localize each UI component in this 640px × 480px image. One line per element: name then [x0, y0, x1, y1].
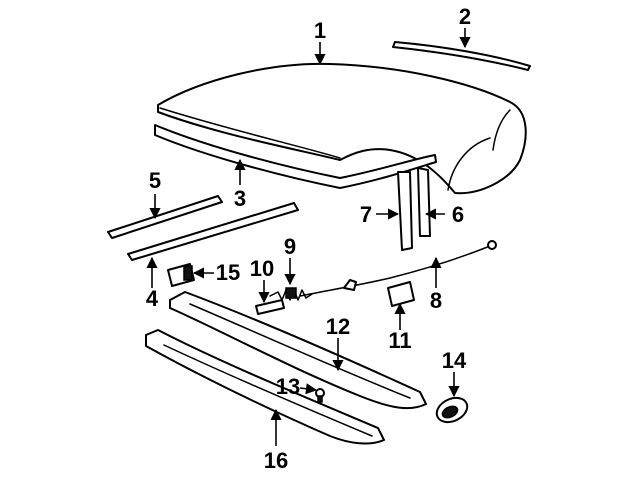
callout-13: 13 [276, 374, 300, 399]
lower-molding [127, 202, 299, 261]
pillar-seal-left [397, 171, 413, 251]
upper-molding [107, 195, 223, 239]
release-cable [299, 240, 497, 297]
callout-7: 7 [360, 202, 372, 227]
header-panel [169, 291, 427, 410]
spoiler-strip [392, 41, 531, 71]
callout-10: 10 [250, 256, 274, 281]
screw [315, 388, 325, 403]
pillar-seal-right [417, 167, 431, 237]
leader-lines [146, 28, 471, 446]
callout-11: 11 [388, 328, 411, 353]
callout-1: 1 [314, 18, 326, 43]
callout-6: 6 [452, 202, 464, 227]
callout-4: 4 [146, 286, 159, 311]
callout-9: 9 [284, 234, 296, 259]
callout-labels: 1 2 3 4 5 6 7 8 9 10 11 12 13 14 15 16 [146, 4, 471, 473]
callout-15: 15 [216, 260, 240, 285]
roof-rail [154, 124, 437, 189]
roof-panel [157, 62, 527, 195]
callout-3: 3 [234, 186, 246, 211]
callout-16: 16 [264, 448, 288, 473]
bumper-block [387, 281, 415, 307]
callout-14: 14 [442, 348, 467, 373]
clip [167, 263, 195, 287]
callout-5: 5 [149, 168, 161, 193]
callout-2: 2 [459, 4, 471, 29]
spring [269, 287, 313, 301]
lower-trim [145, 329, 385, 445]
callout-12: 12 [326, 314, 350, 339]
callout-8: 8 [430, 288, 442, 313]
latch [255, 299, 285, 315]
grommet-cap [435, 396, 469, 424]
